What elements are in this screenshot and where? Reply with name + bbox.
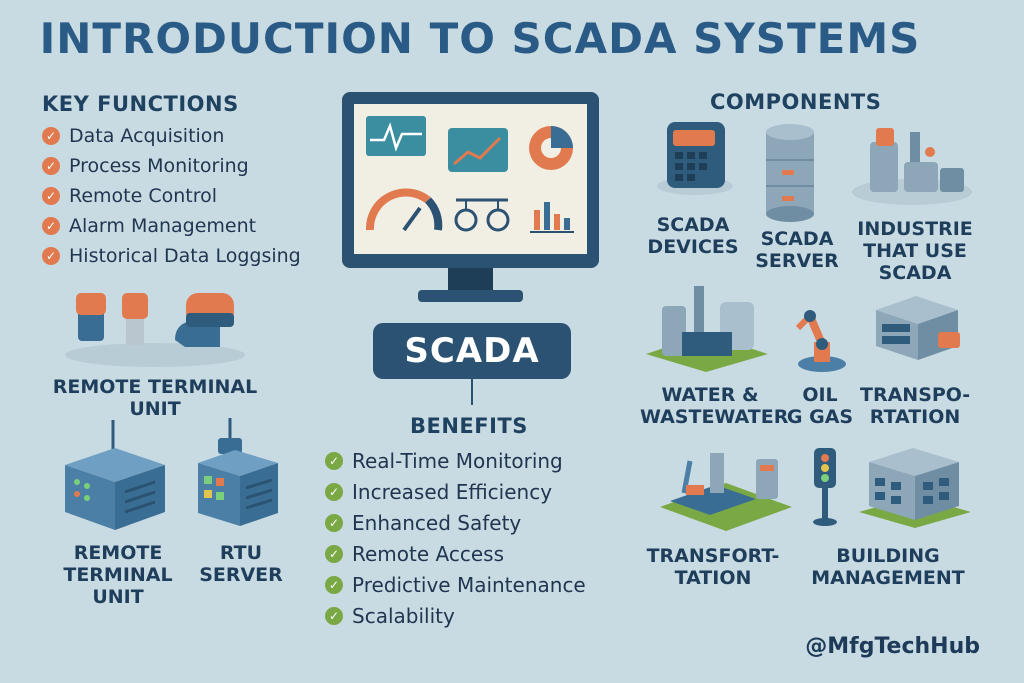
database-server-icon — [766, 124, 814, 222]
checkmark-icon: ✓ — [42, 187, 60, 205]
rtu-top-label: REMOTE TERMINAL UNIT — [52, 376, 258, 420]
component-label: INDUSTRIE THAT USE SCADA — [857, 218, 973, 284]
component-label: SCADA SERVER — [755, 228, 839, 272]
list-item: ✓Alarm Management — [42, 211, 301, 241]
key-functions-list: ✓Data Acquisition ✓Process Monitoring ✓R… — [42, 121, 301, 271]
robot-arm-icon — [795, 310, 846, 372]
component-label: BUILDING MANAGEMENT — [811, 545, 965, 589]
checkmark-icon: ✓ — [325, 482, 343, 501]
component-label: SCADA DEVICES — [647, 214, 739, 258]
monitor-icon — [342, 92, 599, 302]
rtu-bottom-label: REMOTE TERMINAL UNIT — [63, 542, 173, 608]
factory-building-icon — [876, 296, 960, 360]
list-item: ✓Process Monitoring — [42, 151, 301, 181]
scada-center-label: SCADA — [373, 323, 571, 379]
checkmark-icon: ✓ — [42, 157, 60, 175]
sensor-icon — [65, 293, 245, 367]
list-item: ✓Scalability — [325, 600, 586, 631]
component-label: WATER & WASTEWATER — [640, 384, 789, 428]
list-item: ✓Data Acquisition — [42, 121, 301, 151]
calculator-device-icon — [657, 122, 733, 195]
traffic-light-icon — [813, 448, 837, 526]
checkmark-icon: ✓ — [42, 247, 60, 265]
checkmark-icon: ✓ — [325, 513, 343, 532]
list-item: ✓Increased Efficiency — [325, 476, 586, 507]
connector-line — [471, 379, 473, 405]
checkmark-icon: ✓ — [325, 544, 343, 563]
benefits-list: ✓Real-Time Monitoring ✓Increased Efficie… — [325, 445, 586, 631]
office-building-icon — [859, 448, 971, 528]
rtu-box-icon — [65, 420, 165, 530]
checkmark-icon: ✓ — [325, 451, 343, 470]
server-box-icon — [198, 418, 278, 526]
benefits-heading: BENEFITS — [410, 414, 528, 438]
rtu-server-label: RTU SERVER — [199, 542, 283, 586]
component-label: TRANSPO- RTATION — [860, 384, 971, 428]
component-label: OIL G GAS — [786, 384, 854, 428]
list-item: ✓Remote Control — [42, 181, 301, 211]
checkmark-icon: ✓ — [42, 127, 60, 145]
list-item: ✓Remote Access — [325, 538, 586, 569]
checkmark-icon: ✓ — [325, 606, 343, 625]
list-item: ✓Enhanced Safety — [325, 507, 586, 538]
industrial-plant-icon — [852, 128, 972, 205]
key-functions-heading: KEY FUNCTIONS — [42, 92, 239, 116]
checkmark-icon: ✓ — [42, 217, 60, 235]
social-handle: @MfgTechHub — [805, 634, 980, 659]
list-item: ✓Historical Data Loggsing — [42, 241, 301, 271]
component-label: TRANSFORT- TATION — [646, 545, 780, 589]
transport-platform-icon — [660, 453, 792, 531]
list-item: ✓Predictive Maintenance — [325, 569, 586, 600]
list-item: ✓Real-Time Monitoring — [325, 445, 586, 476]
page-title: INTRODUCTION TO SCADA SYSTEMS — [39, 14, 921, 63]
components-heading: COMPONENTS — [710, 90, 882, 114]
water-treatment-icon — [646, 286, 768, 372]
checkmark-icon: ✓ — [325, 575, 343, 594]
